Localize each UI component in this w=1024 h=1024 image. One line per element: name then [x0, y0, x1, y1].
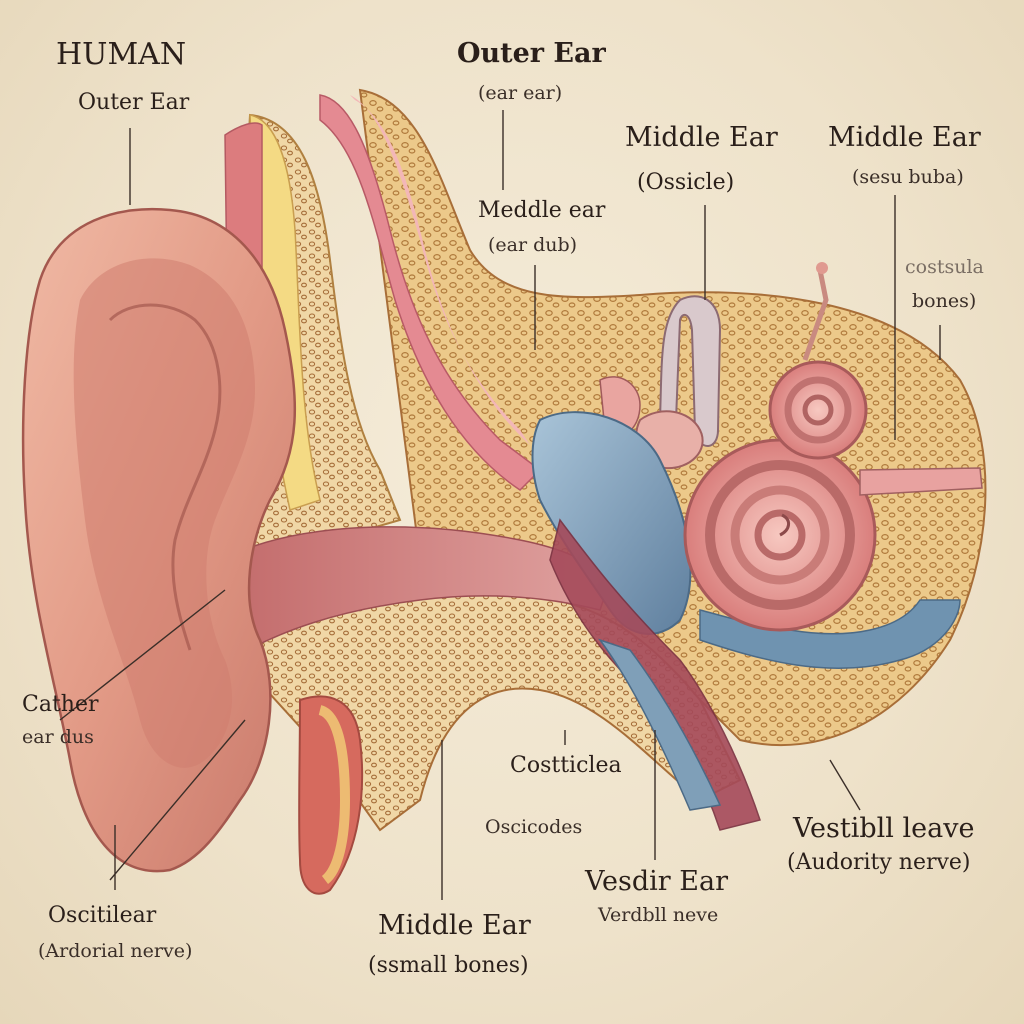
label-cather: Cather: [22, 692, 99, 717]
label-vesdir-sub: Verdbll neve: [598, 904, 719, 926]
label-oscitilear: Oscitilear: [48, 903, 157, 928]
label-vestibll: Vestibll leave: [793, 813, 975, 844]
label-vesdir: Vesdir Ear: [585, 866, 728, 897]
label-outer-ear-left: Outer Ear: [78, 90, 190, 115]
label-costsula-sub: bones): [912, 290, 977, 312]
label-middle-ear-bottom: Middle Ear: [378, 910, 531, 941]
label-cather-sub: ear dus: [22, 726, 94, 748]
label-oscicodes: Oscicodes: [485, 816, 583, 838]
label-middle-ear-ossicle: Middle Ear: [625, 122, 778, 153]
label-outer-ear-top: Outer Ear: [457, 38, 606, 69]
title-human: HUMAN: [56, 37, 187, 72]
label-meddle-ear: Meddle ear: [478, 198, 606, 223]
label-oscitilear-sub: (Ardorial nerve): [38, 940, 193, 962]
label-vestibll-sub: (Audority nerve): [787, 850, 971, 875]
label-middle-ear-bottom-sub: (ssmall bones): [368, 953, 529, 978]
label-outer-ear-top-sub: (ear ear): [478, 82, 563, 104]
label-middle-ear-right: Middle Ear: [828, 122, 981, 153]
label-middle-ear-right-sub: (sesu buba): [852, 166, 964, 188]
label-costsula: costsula: [905, 256, 984, 278]
label-meddle-ear-sub: (ear dub): [488, 234, 578, 256]
label-costticlea: Costticlea: [510, 753, 622, 778]
label-middle-ear-ossicle-sub: (Ossicle): [637, 170, 735, 195]
